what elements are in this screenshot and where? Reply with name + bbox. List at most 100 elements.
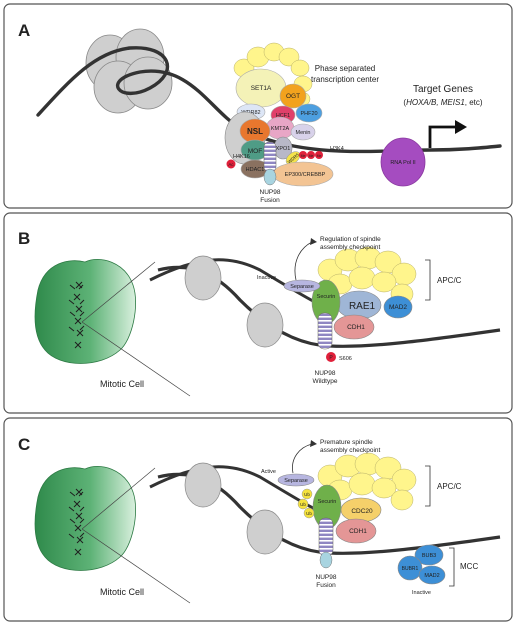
chromosomes-c xyxy=(68,488,85,556)
dna-strand-c2 xyxy=(149,465,331,519)
cdh1-protein-b xyxy=(333,314,375,340)
nucleosome-c-2 xyxy=(246,509,284,555)
ub-label-3: Ub xyxy=(306,511,312,516)
bub3-label: BUB3 xyxy=(422,553,436,559)
dna-strand-b2 xyxy=(149,258,331,312)
mof-label: MOF xyxy=(248,148,262,155)
ac-mark xyxy=(226,159,236,169)
phospho-label-b: P xyxy=(329,355,333,361)
mad2-protein-c xyxy=(418,565,446,585)
cdc20-label: CDC20 xyxy=(351,508,373,515)
transcription-arrow-head xyxy=(455,120,467,134)
s606-label: S606 xyxy=(339,356,352,362)
set1a-label: SET1A xyxy=(251,85,272,92)
separase-label-b: Separase xyxy=(290,284,314,290)
me-mark-1 xyxy=(299,151,307,159)
mad2-label-c: MAD2 xyxy=(424,573,439,579)
me-mark-3 xyxy=(315,151,323,159)
cdh1-label-b: CDH1 xyxy=(347,324,365,331)
fusion-label-2: Fusion xyxy=(260,197,280,204)
panel-a-letter: A xyxy=(18,21,30,40)
mitotic-cell-c xyxy=(34,466,136,571)
premature-arrow-c xyxy=(292,443,313,474)
premature-arrow-head-c xyxy=(310,440,317,447)
cdh1-protein-c xyxy=(335,518,377,544)
chromosomes-b xyxy=(68,281,85,349)
h3k4-label: H3K4 xyxy=(330,146,344,152)
panel-c: C Mitotic Cell APC/C CDC20 CDH1 xyxy=(3,417,513,622)
me-label-3: Me xyxy=(317,154,322,158)
fusion-label-1: NUP98 xyxy=(260,189,281,196)
mcc-bracket xyxy=(449,547,455,587)
yellow-cluster-c xyxy=(317,452,417,511)
bubr1-protein xyxy=(397,555,423,581)
mitotic-label-b: Mitotic Cell xyxy=(100,379,144,389)
securin-label-c: Securin xyxy=(318,499,337,505)
me-label-1: Me xyxy=(301,154,306,158)
nup-label-c-1: NUP98 xyxy=(316,574,337,581)
active-label-c: Active xyxy=(261,469,276,475)
zoom-line-top-b xyxy=(81,261,156,323)
inactive-label-b: Inactive xyxy=(257,275,276,281)
nup98-wildtype-b xyxy=(317,312,333,350)
yellow-cluster-b xyxy=(317,246,417,305)
nucleosome-b-2 xyxy=(246,302,284,348)
xpo1-label: XPO1 xyxy=(276,146,291,152)
nucleosome-b-1 xyxy=(184,255,222,301)
target-genes-list: (HOXA/B, MEIS1, etc) xyxy=(403,98,482,107)
nup98-fusion-a xyxy=(263,141,277,173)
ogt-protein xyxy=(279,83,307,109)
mcc-label: MCC xyxy=(460,562,478,571)
wdr5-protein xyxy=(285,151,301,165)
phf20-protein xyxy=(295,103,323,123)
menin-label: Menin xyxy=(296,130,311,136)
bub3-protein xyxy=(414,544,444,566)
me-mark-2 xyxy=(307,151,315,159)
center-title-1: Phase separated xyxy=(315,64,376,73)
nsl-label: NSL xyxy=(247,127,263,136)
transcription-arrow xyxy=(428,125,456,148)
panel-a: A Phase separated transcription center S… xyxy=(3,3,513,209)
kmt2a-label: KMT2A xyxy=(271,126,290,132)
regulation-arrow-head-b xyxy=(310,238,317,245)
zoom-line-top-c xyxy=(81,467,156,530)
target-genes-title: Target Genes xyxy=(413,84,473,95)
ub-1 xyxy=(301,488,313,500)
phospho-mark-b xyxy=(326,352,336,362)
hdac1-label: HDAC1 xyxy=(246,167,265,173)
securin-label-b: Securin xyxy=(317,294,336,300)
apcc-bracket-b xyxy=(425,259,431,301)
cdh1-label-c: CDH1 xyxy=(349,528,367,535)
rna-pol-ii xyxy=(380,137,426,187)
hcf1-label: HCF1 xyxy=(276,113,290,119)
me-label-2: Me xyxy=(309,154,314,158)
zoom-line-bottom-c xyxy=(81,528,191,604)
ub-2 xyxy=(297,498,309,510)
nup98-fusion-c xyxy=(318,517,334,557)
separase-protein-b xyxy=(283,279,321,293)
ub-label-2: Ub xyxy=(300,502,306,507)
ub-label-1: Ub xyxy=(304,492,310,497)
reg-label-1: Regulation of spindle xyxy=(320,236,381,243)
ac-label: Ac xyxy=(228,162,234,167)
panel-b-letter: B xyxy=(18,229,30,248)
mitotic-label-c: Mitotic Cell xyxy=(100,587,144,597)
ep300-label: EP300/CREBBP xyxy=(285,172,326,178)
mad2-label-b: MAD2 xyxy=(389,304,407,311)
prem-label-1: Premature spindle xyxy=(320,439,373,446)
panel-b: B Mitotic Cell APC/C RAE1 xyxy=(3,212,513,414)
zoom-line-bottom-b xyxy=(81,321,191,397)
ub-3 xyxy=(303,507,315,519)
nup-label-b-1: NUP98 xyxy=(315,370,336,377)
nup-label-c-2: Fusion xyxy=(316,582,336,589)
bubr1-label: BUBR1 xyxy=(402,566,419,572)
phf20-label: PHF20 xyxy=(300,111,317,117)
h4k16-label: H4K16 xyxy=(233,154,250,160)
apcc-label-c: APC/C xyxy=(437,482,462,491)
rae1-label: RAE1 xyxy=(349,301,376,312)
separase-protein-c xyxy=(277,473,315,487)
mitotic-cell-b xyxy=(34,259,136,364)
nup98-fusion-partner-c xyxy=(319,551,333,569)
panel-c-letter: C xyxy=(18,435,30,454)
